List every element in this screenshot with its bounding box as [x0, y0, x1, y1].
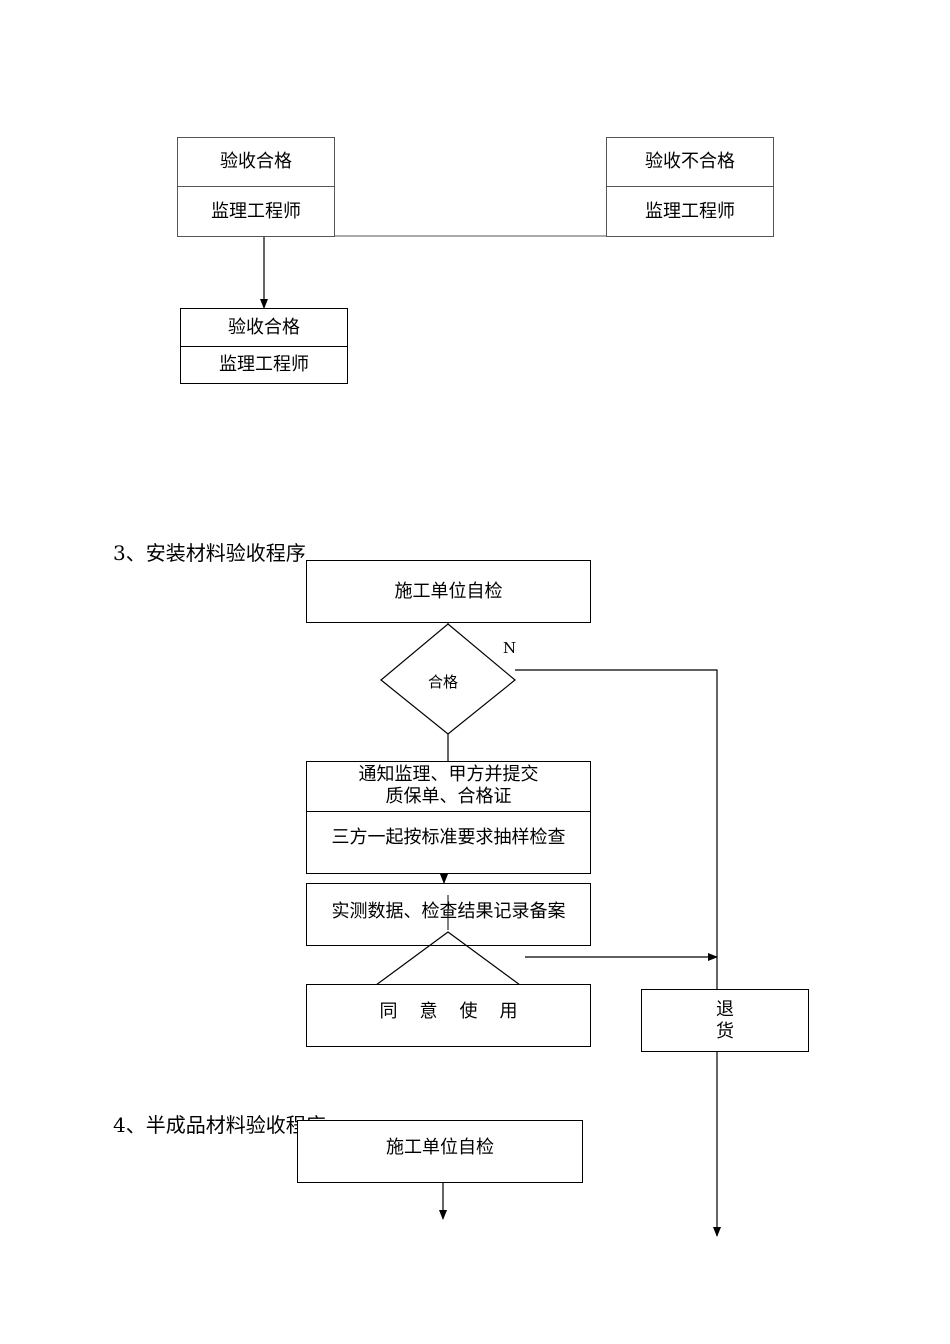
fail-box-title-text: 验收不合格: [645, 151, 735, 172]
section4-heading: 4、半成品材料验收程序: [113, 1113, 326, 1137]
pass-box-title-text: 验收合格: [220, 151, 292, 172]
pass-box-2-role-text: 监理工程师: [219, 354, 309, 375]
fail-box-role: 监理工程师: [606, 186, 774, 237]
pass-box-2-title: 验收合格: [180, 308, 348, 347]
decision-label: 合格: [428, 673, 459, 691]
pass-box-role-text: 监理工程师: [211, 200, 301, 222]
fail-box-title: 验收不合格: [606, 137, 774, 187]
no-branch-label: N: [503, 639, 517, 657]
notify-line1: 通知监理、甲方并提交: [358, 764, 539, 785]
pass-box-title: 验收合格: [177, 137, 335, 187]
notify-line2: 质保单、合格证: [385, 786, 512, 807]
section3-self-check-box: 施工单位自检: [306, 560, 591, 623]
section3-self-check-text: 施工单位自检: [394, 580, 503, 602]
section4-self-check-box: 施工单位自检: [297, 1120, 583, 1183]
reject-box: 退货: [641, 989, 809, 1052]
fail-box-role-text: 监理工程师: [645, 200, 735, 222]
pass-box-role: 监理工程师: [177, 186, 335, 237]
reject-text: 退货: [716, 998, 784, 1042]
pass-box-2-title-text: 验收合格: [228, 316, 300, 338]
pass-box-2-role: 监理工程师: [180, 346, 348, 384]
section3-heading: 3、安装材料验收程序: [113, 541, 306, 565]
notify-box: 通知监理、甲方并提交 质保单、合格证: [306, 761, 591, 812]
sampling-box: 三方一起按标准要求抽样检查: [306, 811, 591, 874]
section4-self-check-text: 施工单位自检: [386, 1136, 494, 1158]
approve-text: 同意使用: [379, 1000, 540, 1022]
record-text: 实测数据、检查结果记录备案: [331, 900, 566, 922]
record-box: 实测数据、检查结果记录备案: [306, 883, 591, 946]
approve-box: 同意使用: [306, 984, 591, 1047]
sampling-text: 三方一起按标准要求抽样检查: [331, 826, 566, 848]
